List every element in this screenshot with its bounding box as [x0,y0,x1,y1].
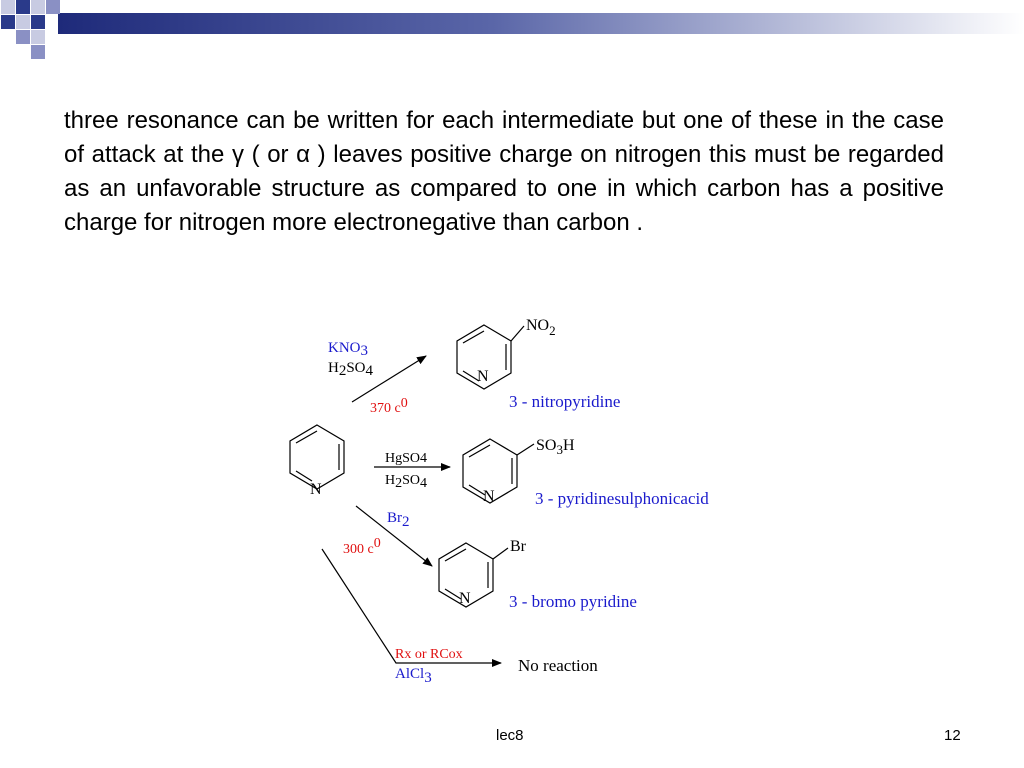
ring-n-sulfonic: N [483,488,495,505]
arrow-friedel-crafts [321,548,502,667]
banner-square [31,15,45,29]
banner-square [16,15,30,29]
banner-square [31,45,45,59]
footer-page-number: 12 [944,727,961,744]
substituent-no2: NO2 [526,317,556,338]
banner-square [16,0,30,14]
pyridine-sulfonic [462,438,535,504]
substituent-so3h: SO3H [536,437,575,457]
result-no-reaction: No reaction [518,656,598,675]
arrow-bromination [355,505,433,567]
reagent-kno3: KNO3 [328,340,368,359]
footer-lecture: lec8 [496,727,524,744]
pyridine-bromo [438,542,509,608]
body-paragraph: three resonance can be written for each … [64,107,944,236]
reagent-h2so4-nitration: H2SO4 [328,360,374,379]
banner-square [46,0,60,14]
banner-square [16,30,30,44]
reagent-alcl3: AlCl3 [395,666,432,686]
ring-n-bromo: N [459,590,471,607]
reagent-h2so4-sulfonation: H2SO4 [385,473,427,491]
reagent-hgso4: HgSO4 [385,451,427,466]
banner-stripe [58,13,1024,34]
reagent-br2: Br2 [387,510,410,530]
pyridine-start [289,424,345,490]
product-nitropyridine: 3 - nitropyridine [509,392,620,411]
header-banner [1,0,1024,59]
banner-square [1,0,15,14]
product-pyridinesulphonicacid: 3 - pyridinesulphonicacid [535,489,709,508]
ring-n-nitro: N [477,368,489,385]
substituent-br: Br [510,538,527,555]
temp-nitration: 370 c0 [370,396,408,416]
banner-square [1,15,15,29]
pyridine-nitro [456,324,525,390]
arrow-nitration [351,355,427,403]
ring-n-start: N [310,481,322,498]
banner-square [31,0,45,14]
temp-bromination: 300 c0 [343,536,381,557]
product-bromopyridine: 3 - bromo pyridine [509,592,637,611]
banner-square [31,30,45,44]
reagent-rx-rcox: Rx or RCox [395,647,463,662]
